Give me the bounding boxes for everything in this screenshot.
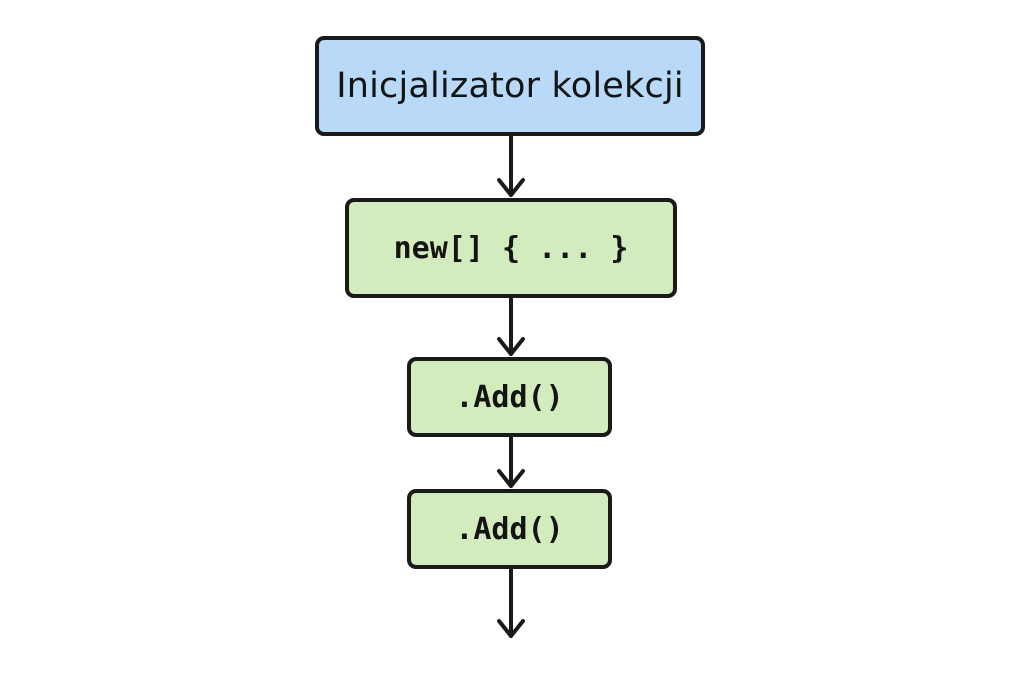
arrow-new-to-add-1 <box>497 296 525 356</box>
new-array-node: new[] { ... } <box>345 198 677 298</box>
arrow-header-to-new <box>497 134 525 197</box>
arrow-add-2-out <box>497 567 525 638</box>
add-call-node-2: .Add() <box>407 489 612 569</box>
add-call-node-1: .Add() <box>407 357 612 437</box>
arrow-add-1-to-add-2 <box>497 435 525 488</box>
collection-initializer-node: Inicjalizator kolekcji <box>315 36 705 136</box>
